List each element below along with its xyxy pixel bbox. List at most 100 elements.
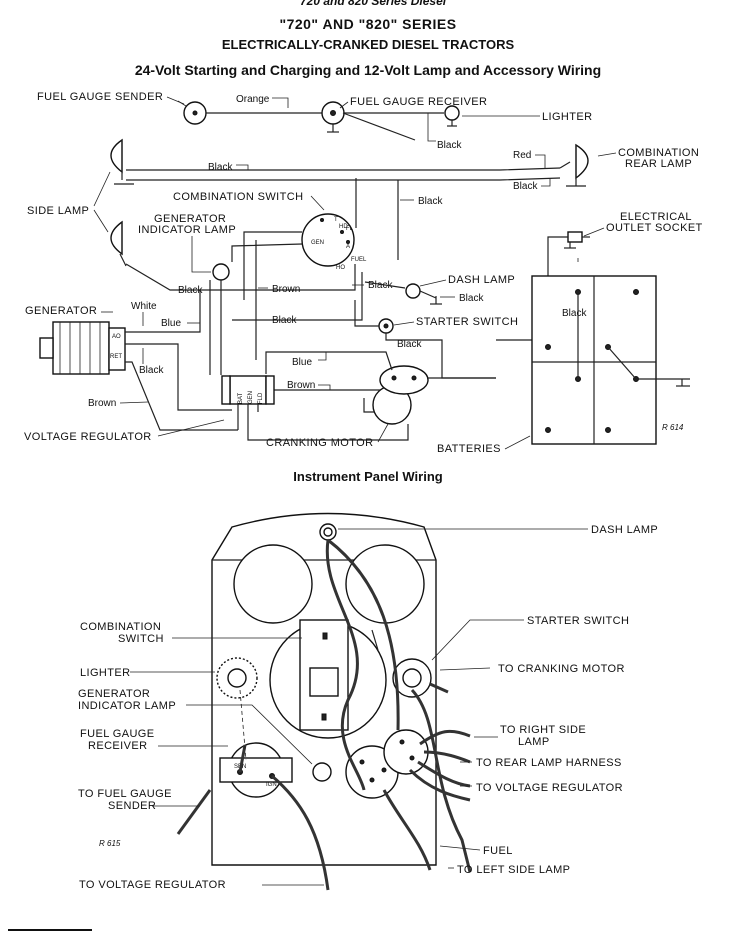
panel-label-to-fuel-gauge-sender-1: TO FUEL GAUGE [78, 788, 172, 800]
side-lamp-upper [110, 138, 134, 185]
wire-black-1: Black [437, 140, 462, 151]
dash-lamp [405, 283, 442, 305]
wire-blue-2: Blue [161, 318, 181, 329]
wire-black-7: Black [368, 280, 393, 291]
wire-black-6: Black [272, 315, 297, 326]
dash-lamp-socket [319, 523, 337, 541]
starter-switch [378, 318, 394, 334]
wire-brown-3: Brown [88, 398, 116, 409]
label-side-lamp: SIDE LAMP [27, 205, 89, 217]
wiring-diagram: FUEL GAUGE SENDER Orange FUEL GAUGE RECE… [24, 91, 703, 455]
wire-blue-1: Blue [292, 357, 312, 368]
panel-label-generator-indicator-2: INDICATOR LAMP [78, 700, 176, 712]
instrument-panel-diagram: DASH LAMP COMBINATION SWITCH LIGHTER STA… [78, 512, 658, 891]
terminal-a: A [346, 244, 350, 250]
label-starter-switch: STARTER SWITCH [416, 316, 518, 328]
terminal-ao: AO [112, 334, 121, 340]
panel-label-starter-switch: STARTER SWITCH [527, 615, 629, 627]
terminal-ho: HO [336, 265, 345, 271]
gauge-hole-right [345, 544, 425, 624]
panel-label-to-voltage-regulator-r: TO VOLTAGE REGULATOR [476, 782, 623, 794]
terminal-fuel: FUEL [351, 257, 367, 263]
series-title: "720" AND "820" SERIES [279, 16, 457, 32]
combination-rear-lamp [559, 143, 589, 187]
series-subtitle: ELECTRICALLY-CRANKED DIESEL TRACTORS [221, 37, 515, 52]
label-generator-indicator-2: INDICATOR LAMP [138, 224, 236, 236]
panel-label-to-rear-lamp-harness: TO REAR LAMP HARNESS [476, 757, 622, 769]
wire-black-9: Black [562, 308, 587, 319]
wire-brown-1: Brown [272, 284, 300, 295]
label-electrical-outlet-1: ELECTRICAL [620, 211, 692, 223]
panel-label-to-left-side-lamp: TO LEFT SIDE LAMP [457, 864, 570, 876]
lighter [444, 105, 460, 127]
wire-red: Red [513, 150, 531, 161]
label-batteries: BATTERIES [437, 443, 501, 455]
terminal-bat: BAT [238, 392, 244, 404]
terminal-ret: RET [110, 354, 122, 360]
fuel-gauge-receiver [321, 101, 416, 141]
panel-label-lighter: LIGHTER [80, 667, 130, 679]
generator-indicator-lamp [212, 263, 230, 281]
wire-white: White [131, 301, 157, 312]
label-generator-indicator-1: GENERATOR [154, 213, 226, 225]
wire-brown-2: Brown [287, 380, 315, 391]
wire-black-5: Black [178, 285, 203, 296]
label-lighter: LIGHTER [542, 111, 592, 123]
panel-label-to-fuel-gauge-sender-2: SENDER [108, 800, 156, 812]
label-fuel-gauge-sender: FUEL GAUGE SENDER [37, 91, 163, 103]
panel-label-dash-lamp: DASH LAMP [591, 524, 658, 536]
panel-starter-switch [392, 658, 432, 698]
panel-label-fuel-gauge-receiver-1: FUEL GAUGE [80, 728, 155, 740]
wire-black-8: Black [459, 293, 484, 304]
panel-label-to-right-side-lamp-2: LAMP [518, 736, 550, 748]
panel-switch-terminals [345, 729, 429, 799]
panel-label-combination-switch-1: COMBINATION [80, 621, 161, 633]
terminal-ign: IGN [266, 782, 277, 788]
label-cranking-motor: CRANKING MOTOR [266, 437, 373, 449]
label-voltage-regulator: VOLTAGE REGULATOR [24, 431, 152, 443]
label-electrical-outlet-2: OUTLET SOCKET [606, 222, 703, 234]
wire-black-10: Black [397, 339, 422, 350]
ref-r614: R 614 [662, 423, 684, 432]
panel-label-to-voltage-regulator-b: TO VOLTAGE REGULATOR [79, 879, 226, 891]
side-lamp-lower [110, 220, 127, 267]
terminal-gen-reg: GEN [248, 391, 254, 404]
panel-label-generator-indicator-1: GENERATOR [78, 688, 150, 700]
label-generator: GENERATOR [25, 305, 97, 317]
wire-black-4: Black [418, 196, 443, 207]
label-combination-switch: COMBINATION SWITCH [173, 191, 303, 203]
terminal-t: T [334, 217, 338, 223]
gauge-hole-left [233, 544, 313, 624]
panel-label-to-right-side-lamp-1: TO RIGHT SIDE [500, 724, 586, 736]
label-fuel-gauge-receiver: FUEL GAUGE RECEIVER [350, 96, 487, 108]
panel-generator-indicator-lamp [312, 762, 332, 782]
electrical-outlet-socket [564, 231, 590, 249]
terminal-gen: GEN [311, 240, 324, 246]
cranking-motor [363, 365, 429, 425]
wiring-diagram-title: 24-Volt Starting and Charging and 12-Vol… [134, 62, 602, 78]
generator: AO RET [39, 321, 126, 375]
combination-switch: GEN T HD FL A FUEL HO [301, 213, 367, 271]
instrument-panel-title: Instrument Panel Wiring [293, 469, 443, 484]
wire-black-11: Black [139, 365, 164, 376]
panel-label-fuel-gauge-receiver-2: RECEIVER [88, 740, 147, 752]
terminal-fld: FLD [258, 392, 264, 404]
fuel-gauge-sender [177, 100, 207, 125]
label-combination-rear-lamp-1: COMBINATION [618, 147, 699, 159]
label-dash-lamp: DASH LAMP [448, 274, 515, 286]
panel-label-fuel: FUEL [483, 845, 513, 857]
wire-black-2: Black [208, 162, 233, 173]
ref-r615: R 615 [99, 839, 121, 848]
label-combination-rear-lamp-2: REAR LAMP [625, 158, 692, 170]
terminal-hd: HD [339, 224, 348, 230]
panel-label-combination-switch-2: SWITCH [118, 633, 164, 645]
voltage-regulator: BAT GEN FLD [221, 375, 275, 430]
wire-orange: Orange [236, 94, 270, 105]
panel-label-to-cranking-motor: TO CRANKING MOTOR [498, 663, 625, 675]
batteries [531, 275, 690, 445]
running-header: 720 and 820 Series Diesel [300, 0, 447, 8]
wire-black-3: Black [513, 181, 538, 192]
panel-lighter [216, 657, 258, 699]
terminal-fl: FL [346, 226, 354, 232]
